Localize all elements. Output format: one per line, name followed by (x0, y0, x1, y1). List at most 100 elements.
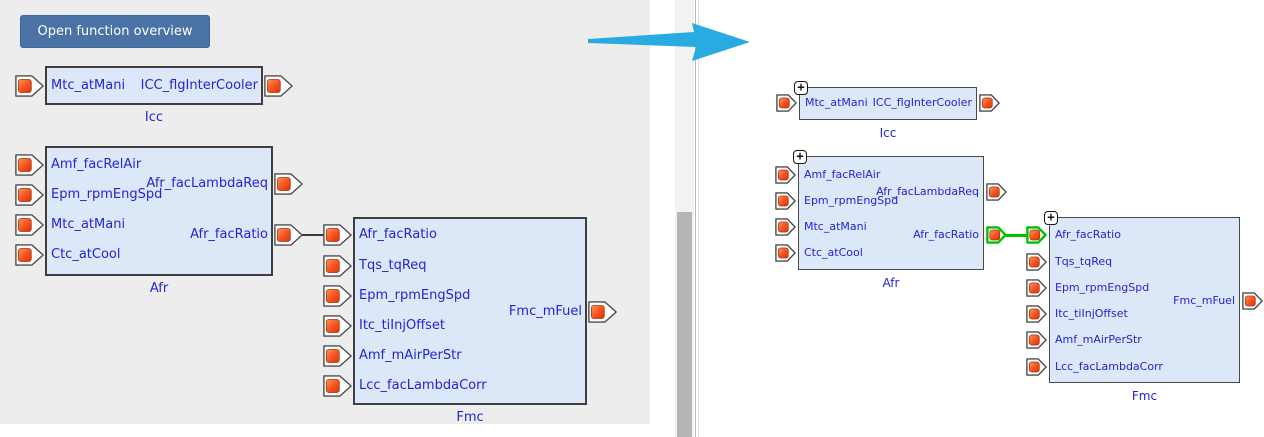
highlighted-connection-wire-afr-facratio[interactable] (1006, 233, 1027, 237)
function-block-icc[interactable] (45, 66, 263, 105)
port-pentagon-icon (264, 75, 293, 97)
input-port-tqs-tqreq[interactable] (1026, 253, 1047, 271)
vertical-scrollbar-thumb[interactable] (677, 212, 692, 437)
input-port-lcc-faclambdacorr[interactable] (1026, 358, 1047, 376)
function-block-icc[interactable] (799, 87, 977, 120)
port-pentagon-icon (323, 345, 352, 367)
input-label-amf-mairperstr: Amf_mAirPerStr (359, 348, 462, 364)
expand-plus-icon[interactable]: + (794, 81, 808, 95)
input-label-itc-tiinjoffset: Itc_tiInjOffset (359, 318, 446, 334)
output-label-icc-flgintercooler: ICC_flgInterCooler (872, 96, 972, 110)
port-pentagon-icon (15, 75, 44, 97)
port-pentagon-icon (274, 224, 303, 246)
input-label-mtc-atmani: Mtc_atMani (805, 96, 868, 110)
port-pentagon-icon (15, 244, 44, 266)
input-label-lcc-faclambdacorr: Lcc_facLambdaCorr (359, 378, 487, 394)
output-port-fmc-mfuel[interactable] (1242, 292, 1263, 310)
output-port-afr-facratio[interactable] (986, 226, 1007, 244)
input-port-afr-facratio[interactable] (323, 224, 352, 246)
connection-wire-afr-facratio[interactable] (302, 234, 324, 236)
port-pentagon-icon (323, 285, 352, 307)
output-port-afr-facratio[interactable] (274, 224, 303, 246)
port-pentagon-icon (323, 315, 352, 337)
port-pentagon-icon (274, 173, 303, 195)
panel-divider-line-inner (698, 0, 699, 437)
input-label-epm-rpmengspd: Epm_rpmEngSpd (804, 194, 899, 208)
input-port-mtc-atmani[interactable] (776, 94, 797, 112)
input-port-mtc-atmani[interactable] (15, 214, 44, 236)
input-label-ctc-atcool: Ctc_atCool (804, 246, 863, 260)
input-label-tqs-tqreq: Tqs_tqReq (1055, 255, 1113, 269)
port-pentagon-icon (15, 214, 44, 236)
block-caption-icc: Icc (144, 110, 164, 125)
input-port-lcc-faclambdacorr[interactable] (323, 375, 352, 397)
expand-plus-icon[interactable]: + (793, 150, 807, 164)
input-label-amf-mairperstr: Amf_mAirPerStr (1055, 333, 1142, 347)
input-label-itc-tiinjoffset: Itc_tiInjOffset (1055, 307, 1128, 321)
output-label-fmc-mfuel: Fmc_mFuel (508, 304, 582, 320)
output-port-fmc-mfuel[interactable] (588, 301, 617, 323)
port-pentagon-icon (1026, 226, 1047, 244)
port-pentagon-icon (1026, 279, 1047, 297)
input-label-afr-facratio: Afr_facRatio (1055, 228, 1121, 242)
input-port-amf-mairperstr[interactable] (323, 345, 352, 367)
function-block-fmc[interactable] (1049, 217, 1240, 383)
output-port-afr-faclambdareq[interactable] (986, 183, 1007, 201)
port-pentagon-icon (1026, 358, 1047, 376)
output-label-afr-facratio: Afr_facRatio (913, 228, 979, 242)
input-port-epm-rpmengspd[interactable] (775, 192, 796, 210)
port-pentagon-icon (1026, 305, 1047, 323)
input-port-itc-tiinjoffset[interactable] (1026, 305, 1047, 323)
function-block-fmc[interactable] (353, 217, 587, 405)
input-label-tqs-tqreq: Tqs_tqReq (359, 258, 427, 274)
output-label-afr-faclambdareq: Afr_facLambdaReq (146, 176, 268, 192)
port-pentagon-icon (588, 301, 617, 323)
block-caption-fmc: Fmc (1131, 389, 1158, 403)
block-caption-afr: Afr (149, 281, 169, 296)
input-port-ctc-atcool[interactable] (775, 244, 796, 262)
block-caption-icc: Icc (879, 126, 897, 140)
input-port-amf-facrelair[interactable] (775, 166, 796, 184)
input-port-epm-rpmengspd[interactable] (1026, 279, 1047, 297)
input-port-itc-tiinjoffset[interactable] (323, 315, 352, 337)
input-port-amf-facrelair[interactable] (15, 154, 44, 176)
function-block-afr[interactable] (45, 146, 273, 276)
output-port-afr-faclambdareq[interactable] (274, 173, 303, 195)
input-port-ctc-atcool[interactable] (15, 244, 44, 266)
input-label-mtc-atmani: Mtc_atMani (51, 217, 126, 233)
input-port-afr-facratio[interactable] (1026, 226, 1047, 244)
input-port-mtc-atmani[interactable] (15, 75, 44, 97)
port-pentagon-icon (323, 224, 352, 246)
port-pentagon-icon (986, 226, 1007, 244)
port-pentagon-icon (1242, 292, 1263, 310)
port-pentagon-icon (15, 154, 44, 176)
output-label-afr-faclambdareq: Afr_facLambdaReq (876, 185, 979, 199)
port-pentagon-icon (1026, 253, 1047, 271)
port-pentagon-icon (775, 218, 796, 236)
transition-arrow-icon (588, 23, 750, 61)
port-pentagon-icon (979, 94, 1000, 112)
input-port-epm-rpmengspd[interactable] (15, 184, 44, 206)
port-pentagon-icon (1026, 331, 1047, 349)
port-pentagon-icon (986, 183, 1007, 201)
input-port-amf-mairperstr[interactable] (1026, 331, 1047, 349)
output-port-icc-flgintercooler[interactable] (979, 94, 1000, 112)
input-label-amf-facrelair: Amf_facRelAir (51, 157, 142, 173)
port-pentagon-icon (775, 166, 796, 184)
input-label-afr-facratio: Afr_facRatio (359, 227, 437, 243)
input-port-mtc-atmani[interactable] (775, 218, 796, 236)
block-caption-afr: Afr (882, 276, 900, 290)
input-label-epm-rpmengspd: Epm_rpmEngSpd (51, 187, 163, 203)
port-pentagon-icon (323, 375, 352, 397)
expand-plus-icon[interactable]: + (1044, 211, 1058, 225)
input-label-mtc-atmani: Mtc_atMani (804, 220, 867, 234)
output-port-icc-flgintercooler[interactable] (264, 75, 293, 97)
input-port-epm-rpmengspd[interactable] (323, 285, 352, 307)
open-function-overview-button[interactable]: Open function overview (20, 15, 210, 48)
block-caption-fmc: Fmc (456, 410, 484, 425)
function-block-afr[interactable] (798, 156, 984, 270)
input-port-tqs-tqreq[interactable] (323, 255, 352, 277)
